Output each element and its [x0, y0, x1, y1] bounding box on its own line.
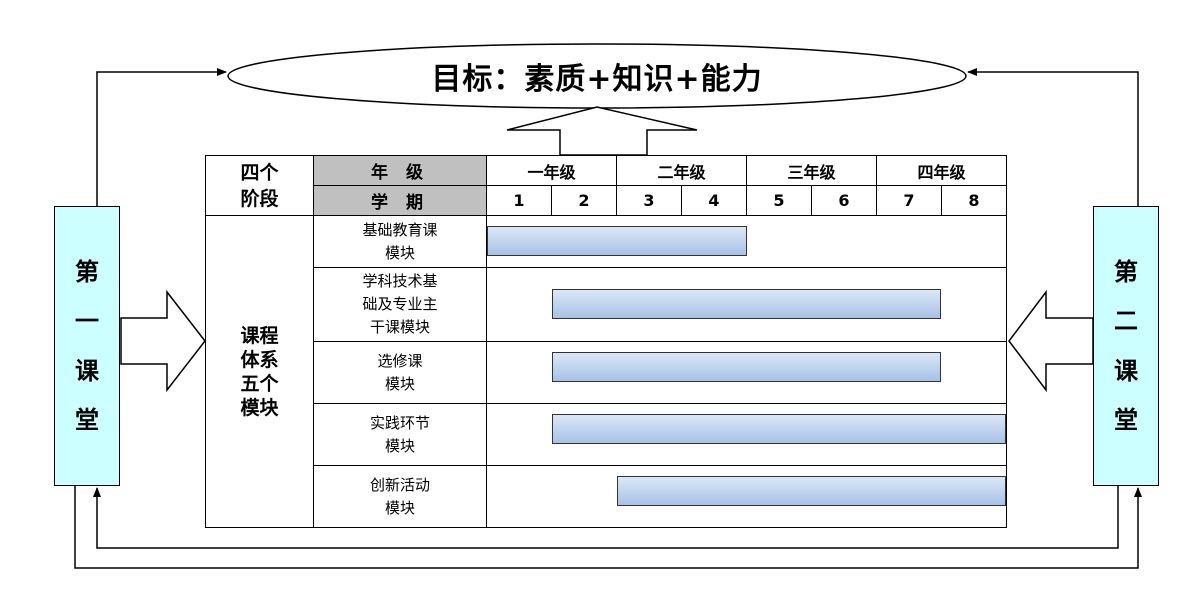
timeline-row [486, 341, 1007, 404]
module-name-line: 基础教育课 [362, 220, 438, 239]
module-name-line: 模块 [384, 243, 415, 262]
timeline-row [486, 465, 1007, 528]
grade-label: 年 级 [313, 155, 487, 186]
up-hollow-arrow [506, 106, 698, 156]
modules-title: 课程 体系 五个 模块 [205, 215, 314, 528]
curriculum-table: 四个 阶段 年 级 一年级 二年级 三年级 四年级 学 期 1 2 3 4 5 … [205, 155, 1007, 528]
year-header: 一年级 [486, 155, 617, 186]
module-name-line: 模块 [384, 374, 415, 393]
module-name-line: 实践环节 [369, 413, 430, 432]
second-classroom-box: 第 二 课 堂 [1093, 206, 1159, 486]
left-hollow-arrow [120, 289, 206, 393]
module-name-line: 选修课 [377, 351, 423, 370]
module-name-line: 干课模块 [369, 318, 430, 336]
module-name-line: 模块 [384, 436, 415, 455]
module-bar [551, 289, 942, 319]
module-name-line: 创新活动 [369, 475, 430, 494]
modules-title-line: 课程 [240, 324, 279, 347]
semester-cell: 6 [811, 185, 877, 216]
semester-cell: 3 [616, 185, 682, 216]
left-box-char: 课 [75, 356, 99, 385]
modules-title-line: 五个 [240, 372, 279, 395]
right-box-char: 二 [1114, 307, 1138, 336]
year-header: 三年级 [746, 155, 877, 186]
outer-loop-arrow [74, 486, 1142, 569]
module-name: 学科技术基 础及专业主 干课模块 [313, 267, 487, 342]
stage-header-line: 四个 [240, 161, 279, 184]
module-bar [551, 414, 1006, 444]
module-name-line: 模块 [384, 498, 415, 517]
module-name-line: 学科技术基 [362, 272, 438, 290]
semester-label: 学 期 [313, 185, 487, 216]
module-name: 创新活动 模块 [313, 465, 487, 528]
left-box-char: 第 [75, 257, 99, 286]
module-bar [551, 352, 942, 382]
right-box-char: 课 [1114, 356, 1138, 385]
timeline-row [486, 403, 1007, 466]
module-name: 基础教育课 模块 [313, 215, 487, 268]
semester-cell: 5 [746, 185, 812, 216]
modules-title-line: 模块 [240, 396, 279, 419]
module-bar [487, 226, 747, 256]
semester-cell: 2 [551, 185, 617, 216]
goal-text: 目标：素质+知识+能力 [431, 62, 763, 97]
right-box-char: 第 [1114, 257, 1138, 286]
right-top-arrow [967, 68, 1139, 206]
inner-loop-arrow [93, 486, 1119, 549]
stage-header-line: 阶段 [240, 187, 279, 210]
year-header: 二年级 [616, 155, 747, 186]
semester-cell: 7 [876, 185, 942, 216]
modules-title-line: 体系 [240, 348, 279, 371]
first-classroom-box: 第 一 课 堂 [54, 206, 120, 486]
stage-header: 四个 阶段 [205, 155, 314, 216]
module-name: 实践环节 模块 [313, 403, 487, 466]
module-bar [616, 476, 1006, 506]
semester-cell: 1 [486, 185, 552, 216]
left-top-arrow [96, 68, 227, 206]
right-hollow-arrow [1008, 289, 1094, 393]
module-name-line: 础及专业主 [362, 295, 438, 313]
semester-cell: 4 [681, 185, 747, 216]
timeline-row [486, 215, 1007, 268]
year-header: 四年级 [876, 155, 1007, 186]
left-box-char: 一 [75, 307, 99, 336]
right-box-char: 堂 [1114, 406, 1138, 435]
semester-cell: 8 [941, 185, 1007, 216]
module-name: 选修课 模块 [313, 341, 487, 404]
timeline-row [486, 267, 1007, 342]
left-box-char: 堂 [75, 406, 99, 435]
